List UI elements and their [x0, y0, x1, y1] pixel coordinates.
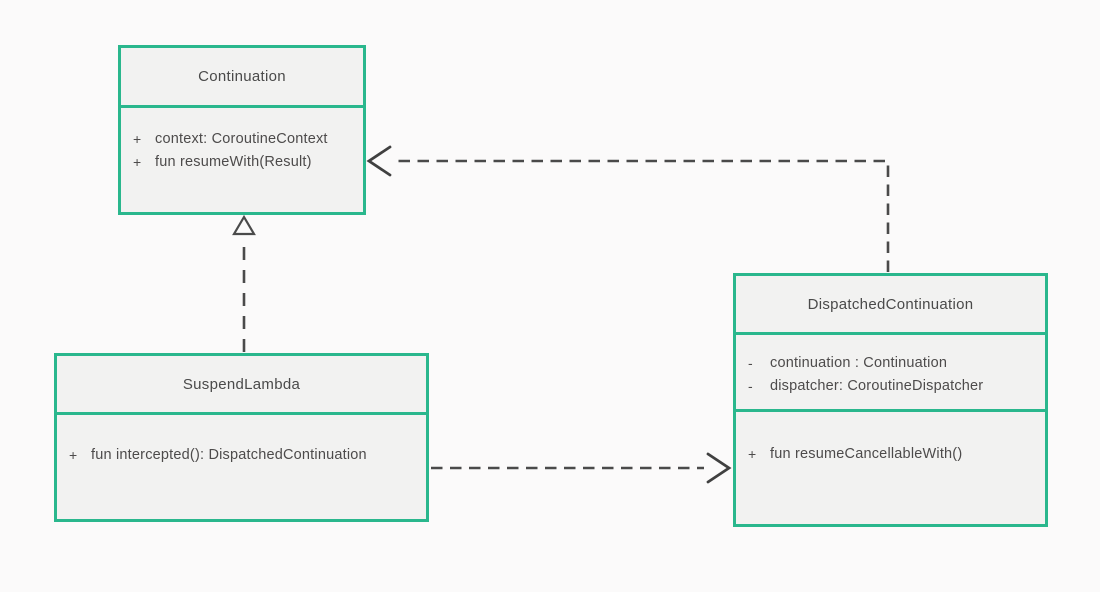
class-box-suspendlambda: SuspendLambda + fun intercepted(): Dispa…	[54, 353, 429, 522]
attribute-row: - continuation : Continuation	[736, 352, 1045, 375]
open-arrowhead	[706, 452, 732, 484]
hollow-triangle-arrowhead	[232, 214, 256, 236]
members-compartment: + context: CoroutineContext + fun resume…	[121, 108, 363, 174]
class-box-continuation: Continuation + context: CoroutineContext…	[118, 45, 366, 215]
attributes-compartment: - continuation : Continuation - dispatch…	[736, 335, 1045, 412]
member-text: fun intercepted(): DispatchedContinuatio…	[91, 447, 367, 463]
visibility-sign: -	[748, 355, 753, 371]
member-row: + fun resumeWith(Result)	[121, 151, 363, 174]
class-title: DispatchedContinuation	[736, 276, 1045, 335]
member-row: + context: CoroutineContext	[121, 128, 363, 151]
member-text: context: CoroutineContext	[155, 131, 328, 147]
visibility-sign: -	[748, 378, 753, 394]
class-box-dispatchedcontinuation: DispatchedContinuation - continuation : …	[733, 273, 1048, 527]
attribute-text: continuation : Continuation	[770, 355, 948, 371]
member-text: fun resumeWith(Result)	[155, 154, 312, 170]
dependency-suspendlambda-to-dispatchedcontinuation	[431, 452, 732, 484]
method-text: fun resumeCancellableWith()	[770, 446, 963, 462]
open-arrowhead	[366, 145, 392, 177]
realization-suspendlambda-to-continuation	[232, 214, 256, 352]
attribute-row: - dispatcher: CoroutineDispatcher	[736, 375, 1045, 398]
methods-compartment: + fun resumeCancellableWith()	[736, 412, 1045, 466]
member-row: + fun intercepted(): DispatchedContinuat…	[57, 444, 426, 467]
class-title: SuspendLambda	[57, 356, 426, 415]
class-title: Continuation	[121, 48, 363, 108]
visibility-sign: +	[748, 446, 757, 462]
visibility-sign: +	[133, 131, 142, 147]
visibility-sign: +	[133, 154, 142, 170]
visibility-sign: +	[69, 447, 78, 463]
dependency-dispatchedcontinuation-to-continuation	[366, 145, 890, 272]
method-row: + fun resumeCancellableWith()	[736, 443, 1045, 466]
members-compartment: + fun intercepted(): DispatchedContinuat…	[57, 415, 426, 467]
attribute-text: dispatcher: CoroutineDispatcher	[770, 378, 984, 394]
